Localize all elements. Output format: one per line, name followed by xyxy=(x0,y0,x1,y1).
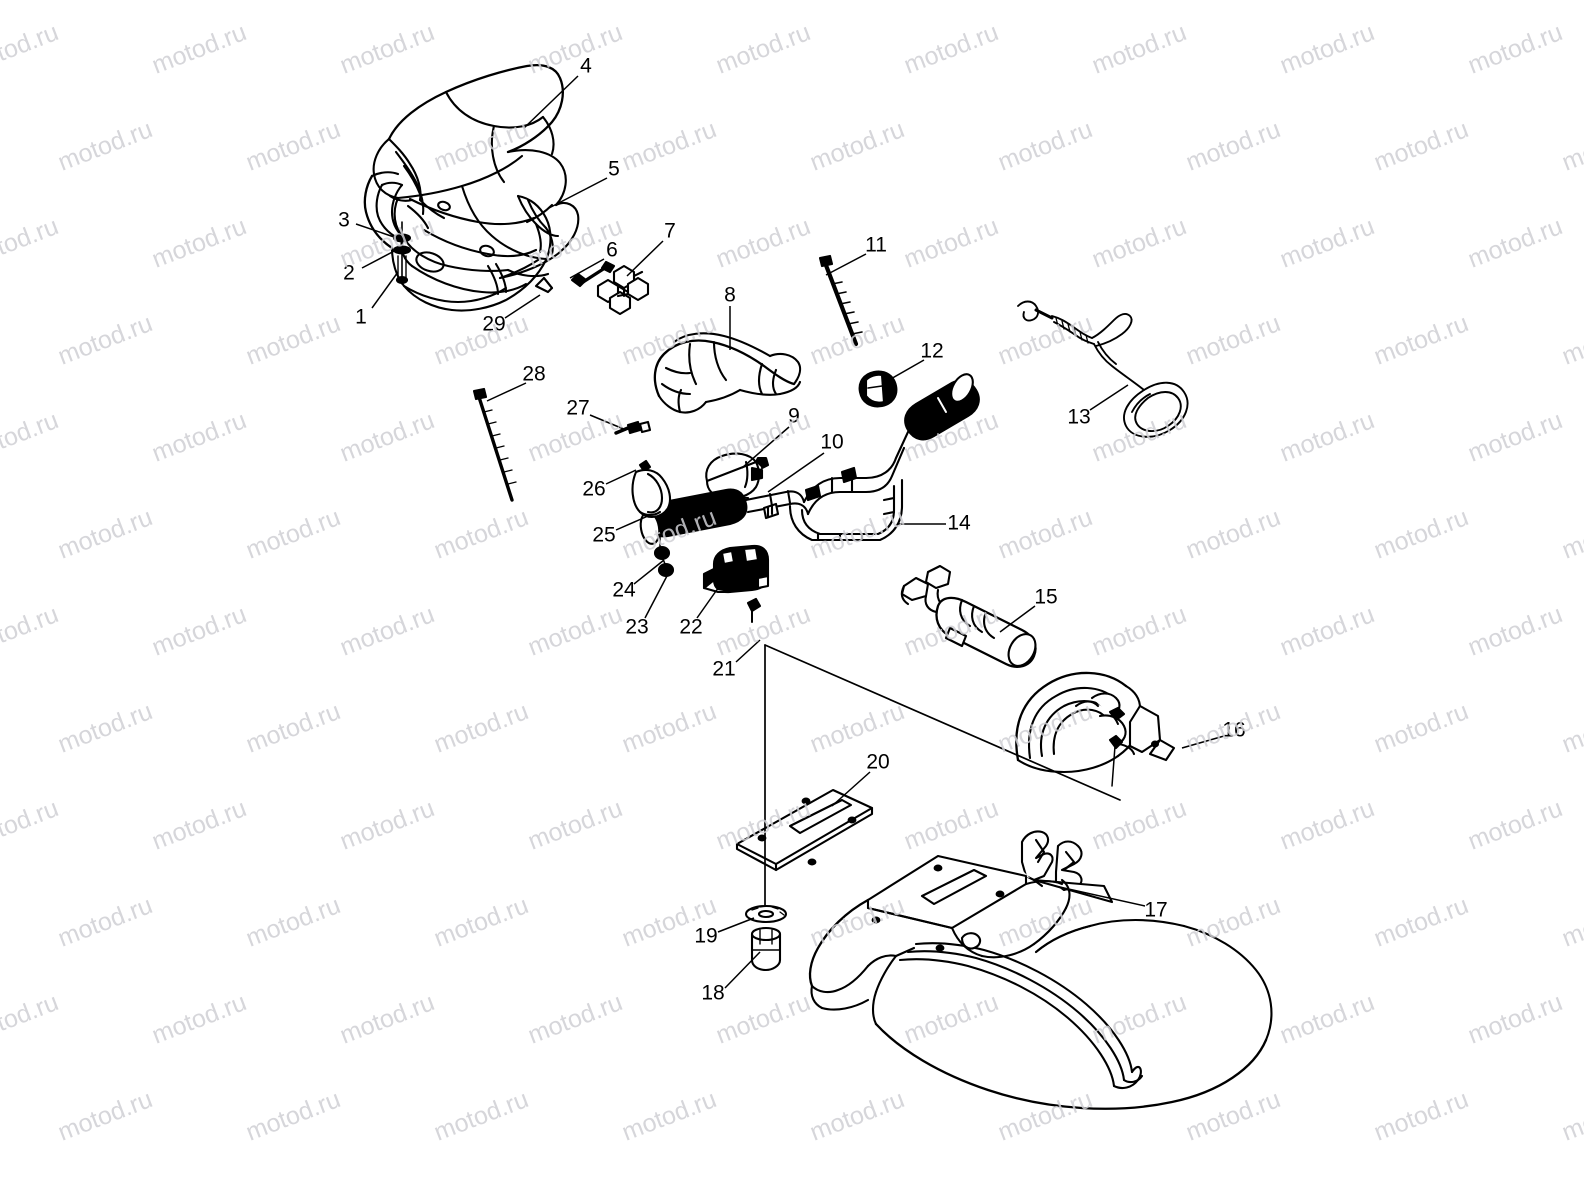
callout-leader-7 xyxy=(626,240,664,277)
callout-leader-3 xyxy=(355,223,398,239)
part-switch-housing xyxy=(705,452,770,500)
part-handlebar-pad xyxy=(653,332,802,414)
callout-number-27: 27 xyxy=(566,397,589,420)
callout-number-29: 29 xyxy=(482,313,505,336)
part-hood-lower-frame xyxy=(363,171,560,312)
callout-number-21: 21 xyxy=(712,658,735,681)
callout-number-1: 1 xyxy=(355,306,367,329)
callout-leader-21 xyxy=(735,639,761,663)
callout-leader-27 xyxy=(589,414,627,431)
part-bracket-16 xyxy=(1015,671,1176,787)
callout-number-15: 15 xyxy=(1034,586,1057,609)
part-pin-washers xyxy=(392,221,412,285)
callout-number-14: 14 xyxy=(947,512,971,535)
part-tether-cord xyxy=(1017,300,1189,438)
callout-leaders xyxy=(355,75,1225,989)
part-plate-20 xyxy=(735,788,903,872)
callout-number-11: 11 xyxy=(865,234,887,257)
callout-number-19: 19 xyxy=(694,925,717,948)
callout-number-2: 2 xyxy=(343,262,355,285)
callout-number-22: 22 xyxy=(679,616,702,639)
callout-number-24: 24 xyxy=(612,579,636,602)
callout-number-16: 16 xyxy=(1222,719,1245,742)
part-end-cap xyxy=(858,370,898,408)
callout-leader-10 xyxy=(767,452,825,493)
callout-number-25: 25 xyxy=(592,524,615,547)
callout-leader-16 xyxy=(1181,735,1225,749)
part-lever-26 xyxy=(631,459,672,518)
callout-number-26: 26 xyxy=(582,478,605,501)
callout-leader-11 xyxy=(825,253,867,276)
callout-number-5: 5 xyxy=(608,158,620,181)
part-washer-19 xyxy=(744,904,788,924)
part-cable-tie-28 xyxy=(472,387,517,502)
callout-number-23: 23 xyxy=(625,616,648,639)
callout-number-6: 6 xyxy=(606,239,618,262)
part-handlebar xyxy=(639,373,980,545)
part-rear-fender xyxy=(808,854,1273,1110)
callout-leader-25 xyxy=(615,515,649,531)
part-screw-21 xyxy=(746,597,762,623)
callout-number-13: 13 xyxy=(1067,406,1090,429)
callout-leader-15 xyxy=(999,605,1036,633)
callout-numbers: 1234567891011121314151617181920212223242… xyxy=(338,55,1246,1005)
callout-number-28: 28 xyxy=(522,363,545,386)
part-grommet-18 xyxy=(750,926,782,972)
part-master-cylinder xyxy=(900,564,1037,668)
callout-leader-1 xyxy=(371,271,399,309)
callout-number-3: 3 xyxy=(338,209,350,232)
callout-number-20: 20 xyxy=(866,751,889,774)
callout-leader-28 xyxy=(486,382,527,402)
callout-number-7: 7 xyxy=(664,220,676,243)
callout-number-8: 8 xyxy=(724,284,736,307)
callout-leader-5 xyxy=(548,177,608,209)
callout-leader-17 xyxy=(1054,885,1146,907)
callout-leader-4 xyxy=(523,75,579,129)
part-long-bolt xyxy=(818,254,863,347)
callout-leader-22 xyxy=(696,573,729,619)
callout-number-10: 10 xyxy=(820,431,843,454)
callout-number-9: 9 xyxy=(788,405,800,428)
callout-leader-13 xyxy=(1089,384,1129,411)
part-clip-29 xyxy=(534,276,554,294)
callout-leader-2 xyxy=(361,247,401,269)
part-lever-bracket-22 xyxy=(702,544,770,594)
callout-leader-23 xyxy=(644,573,669,619)
part-clamp-block xyxy=(596,264,650,316)
assembly-leader-lines xyxy=(764,644,1121,906)
callout-leader-19 xyxy=(717,917,755,933)
callout-leader-18 xyxy=(724,951,761,989)
callout-leader-24 xyxy=(633,559,665,585)
part-clips-17 xyxy=(1020,830,1114,904)
callout-leader-12 xyxy=(881,359,925,385)
callout-leader-20 xyxy=(831,771,871,807)
part-bolt-27 xyxy=(614,420,652,435)
callout-number-4: 4 xyxy=(580,55,592,78)
callout-leader-6 xyxy=(569,258,605,279)
callout-leader-29 xyxy=(504,294,541,319)
callout-number-12: 12 xyxy=(920,340,943,363)
part-bolt-6 xyxy=(570,260,616,288)
callout-number-17: 17 xyxy=(1144,899,1167,922)
callout-leader-26 xyxy=(605,469,637,485)
part-nuts-23-24 xyxy=(653,535,675,578)
callout-leader-9 xyxy=(741,426,790,469)
callout-number-18: 18 xyxy=(701,982,724,1005)
